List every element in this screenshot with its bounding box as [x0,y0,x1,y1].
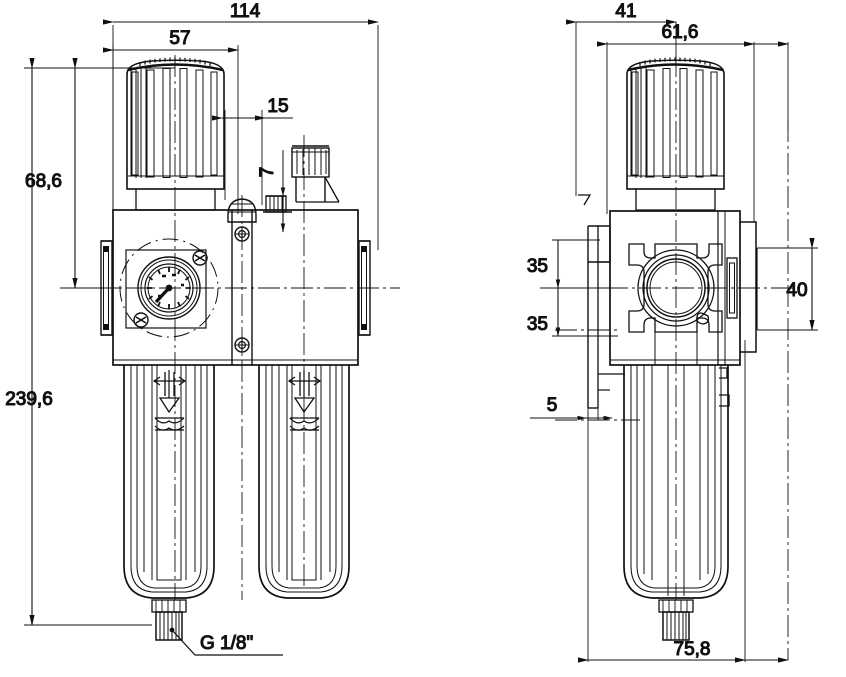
dim-body-depth [597,41,789,222]
dim-label-686: 68,6 [25,171,62,192]
front-centerlines [60,55,400,600]
dim-port-center-upper [552,239,610,289]
dim-label-2396: 239,6 [5,389,53,410]
front-view-dimensions: 114 57 15 7 68,6 [5,0,379,656]
dim-label-616: 61,6 [662,22,699,43]
oil-fill-plug [263,145,340,213]
dim-label-758: 75,8 [674,639,711,660]
dim-label-5: 5 [547,395,558,416]
side-view-dimensions: 41 61,6 35 35 5 [526,0,818,663]
dim-overall-depth [578,340,789,663]
dim-port-face-width [756,238,818,331]
leader-drain-thread [169,627,283,656]
dim-port-center-lower [552,288,618,337]
dim-overall-width [103,19,379,250]
filter-bowl [123,364,215,641]
dim-overall-height [24,58,152,626]
dim-label-35-upper: 35 [527,256,548,277]
dim-label-15: 15 [267,96,288,117]
dim-label-40: 40 [786,280,807,301]
dim-label-114: 114 [230,1,261,22]
side-view [540,55,800,660]
front-view [60,55,400,641]
adjustment-knob-side [626,57,725,211]
dim-bracket-thickness [530,370,613,421]
dim-center-height [66,58,175,289]
mounting-bracket-side [578,194,625,409]
dim-label-35-lower: 35 [527,314,548,335]
dim-label-41: 41 [615,1,636,22]
dim-label-7: 7 [257,167,278,178]
adjustment-knob [126,57,225,211]
main-body-block [112,209,359,366]
dim-lubricator-offset [212,110,293,205]
dim-label-g18: G 1/8" [200,633,253,654]
dim-regulator-width [103,45,239,214]
dim-mount-to-center [566,19,677,196]
dim-label-57: 57 [169,28,190,49]
lubricator-bowl [258,364,350,599]
